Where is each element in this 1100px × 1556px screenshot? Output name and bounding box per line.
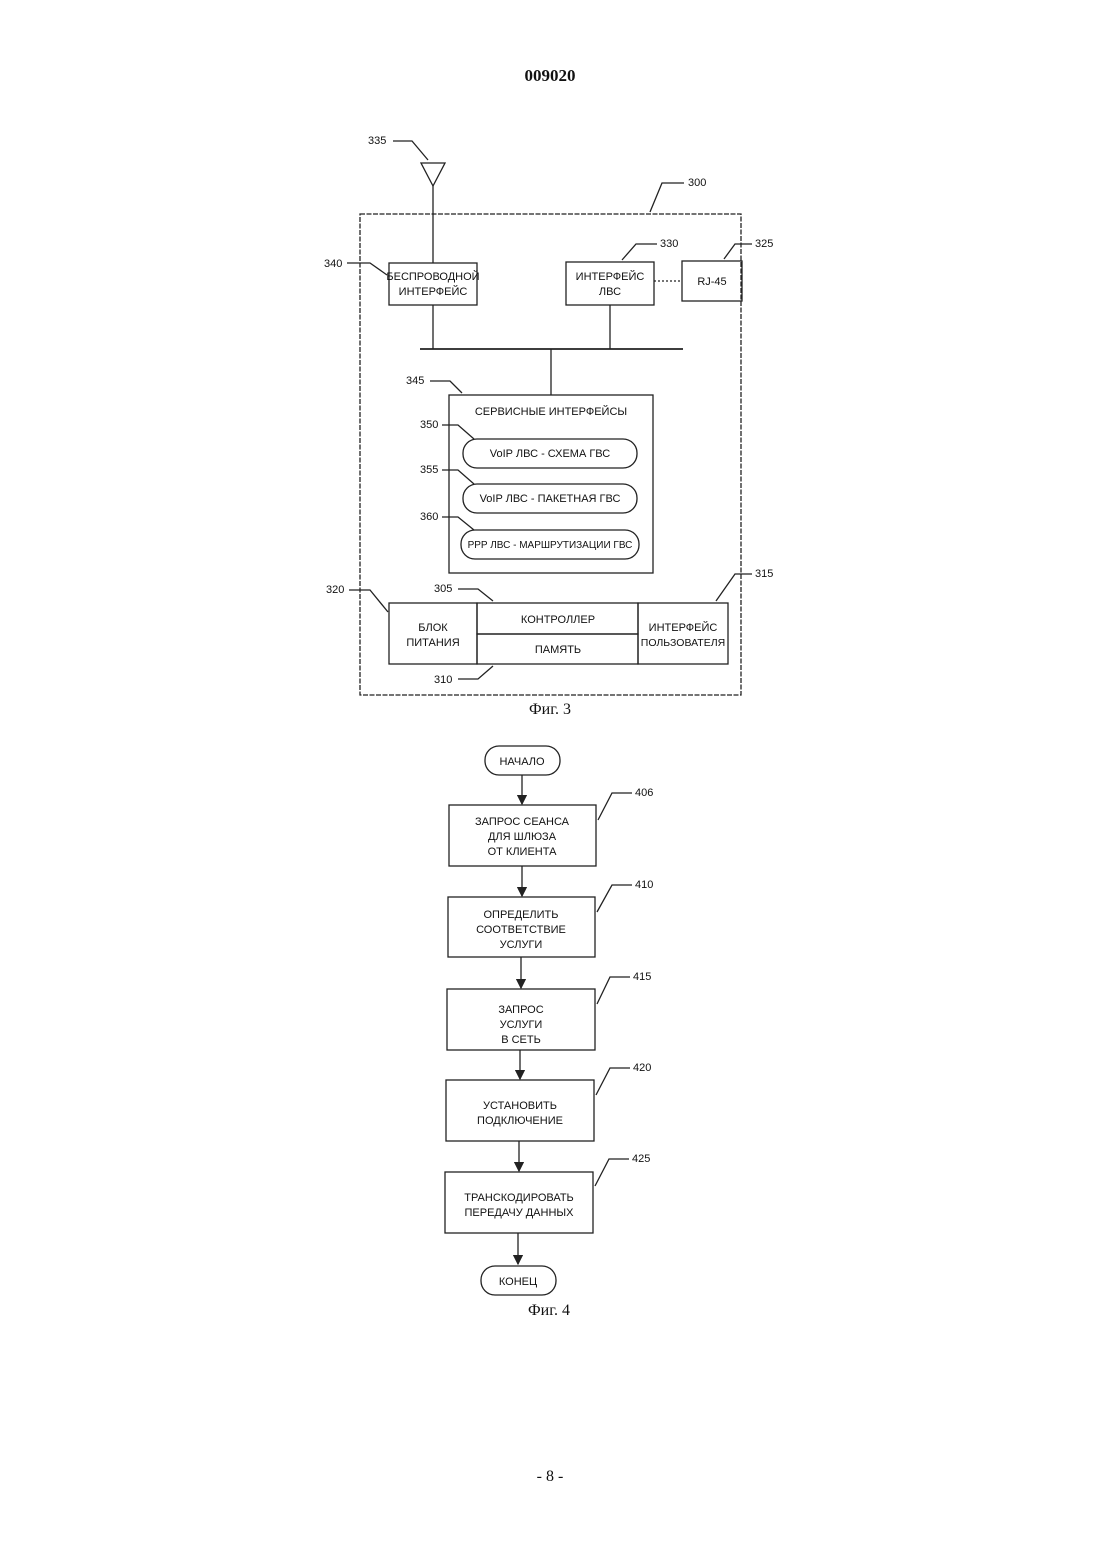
step-1-line-2: ДЛЯ ШЛЮЗА [488,831,557,843]
flow-end-label: КОНЕЦ [499,1276,537,1288]
voip-circuit-label: VoIP ЛВС - СХЕМА ГВС [490,448,610,460]
step-3-line-2: УСЛУГИ [500,1019,543,1031]
flow-start-label: НАЧАЛО [499,756,545,768]
voip-packet-label: VoIP ЛВС - ПАКЕТНАЯ ГВС [480,493,621,505]
step-3-line-3: В СЕТЬ [501,1034,541,1046]
power-supply-label-1: БЛОК [418,622,448,634]
fig4-flowchart: НАЧАЛО ЗАПРОС СЕАНСА ДЛЯ ШЛЮЗА ОТ КЛИЕНТ… [445,746,653,1295]
ref-320: 320 [326,584,344,596]
antenna-icon [421,163,445,263]
ref-360: 360 [420,511,438,523]
ref-340: 340 [324,258,342,270]
memory-label: ПАМЯТЬ [535,644,581,656]
user-interface-label-1: ИНТЕРФЕЙС [649,621,718,634]
lan-interface-label-1: ИНТЕРФЕЙС [576,270,645,283]
step-1-line-1: ЗАПРОС СЕАНСА [475,816,570,828]
step-4-line-2: ПОДКЛЮЧЕНИЕ [477,1115,563,1127]
power-supply-label-2: ПИТАНИЯ [406,637,459,649]
lan-interface-label-2: ЛВС [599,286,621,298]
ref-310: 310 [434,674,452,686]
ref-345: 345 [406,375,424,387]
fig3-caption: Фиг. 3 [450,701,650,719]
wireless-interface-label-2: ИНТЕРФЕЙС [399,285,468,298]
wireless-interface-label-1: БЕСПРОВОДНОЙ [386,270,479,283]
step-4-line-1: УСТАНОВИТЬ [483,1100,557,1112]
ref-350: 350 [420,419,438,431]
ref-355: 355 [420,464,438,476]
step-3-line-1: ЗАПРОС [498,1004,543,1016]
lan-interface-box [566,262,654,305]
ref-300: 300 [688,177,706,189]
ref-330: 330 [660,238,678,250]
step-5-line-2: ПЕРЕДАЧУ ДАННЫХ [465,1207,575,1219]
ref-410: 410 [635,879,653,891]
fig3-diagram: 335 300 БЕСПРОВОДНОЙ ИНТЕРФЕЙС 340 ИНТЕР… [324,135,773,695]
user-interface-label-2: ПОЛЬЗОВАТЕЛЯ [641,637,725,649]
step-2-line-3: УСЛУГИ [500,939,543,951]
service-interfaces-title: СЕРВИСНЫЕ ИНТЕРФЕЙСЫ [475,405,627,418]
step-5-line-1: ТРАНСКОДИРОВАТЬ [464,1192,574,1204]
ref-325: 325 [755,238,773,250]
ppp-routing-label: PPP ЛВС - МАРШРУТИЗАЦИИ ГВС [468,540,633,551]
step-2-line-1: ОПРЕДЕЛИТЬ [484,909,559,921]
fig4-caption: Фиг. 4 [449,1302,649,1320]
wireless-interface-box [389,263,477,305]
ref-425: 425 [632,1153,650,1165]
rj45-label: RJ-45 [697,276,726,288]
ref-315: 315 [755,568,773,580]
ref-335: 335 [368,135,386,147]
page-number: - 8 - [0,1468,1100,1486]
step-2-line-2: СООТВЕТСТВИЕ [476,924,566,936]
step-1-line-3: ОТ КЛИЕНТА [488,846,557,858]
controller-label: КОНТРОЛЛЕР [521,614,595,626]
ref-305: 305 [434,583,452,595]
ref-406: 406 [635,787,653,799]
ref-415: 415 [633,971,651,983]
ref-420: 420 [633,1062,651,1074]
